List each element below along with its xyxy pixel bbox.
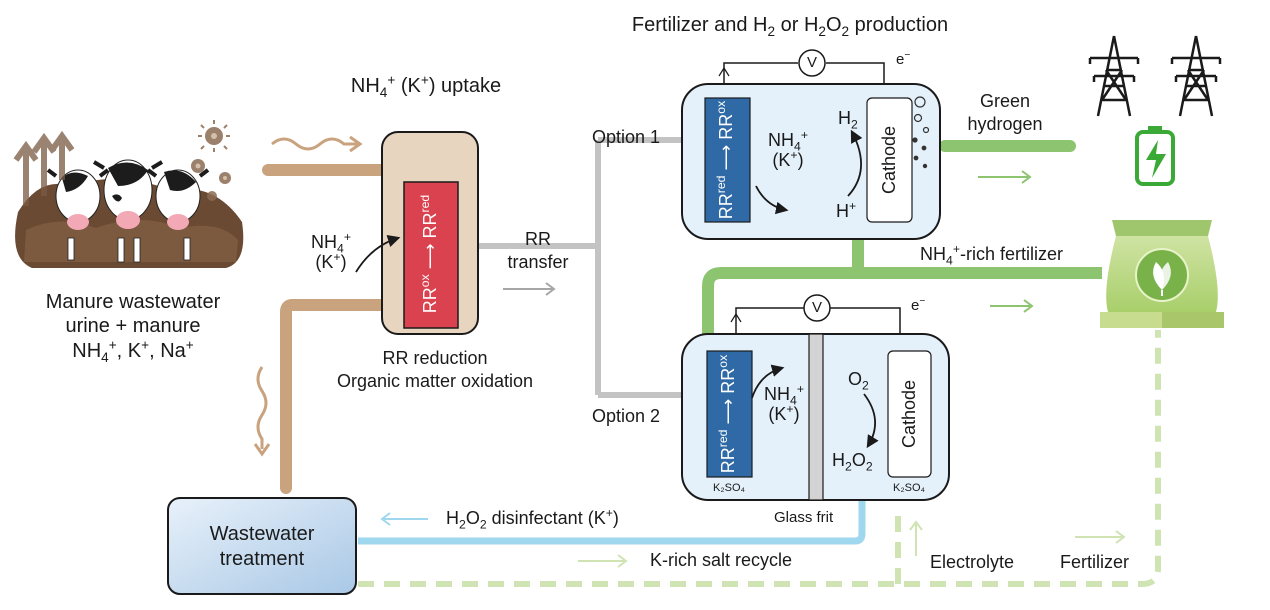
h2o2-return-line <box>358 500 866 545</box>
fume-arrows-icon <box>13 130 75 206</box>
k2so4-label-left: K₂SO₄ <box>713 482 745 494</box>
rr-transfer-lines <box>478 137 683 398</box>
cathode-label-2: Cathode <box>899 379 919 449</box>
manure-flow-lines <box>253 135 388 494</box>
cow-icon <box>15 159 244 268</box>
power-tower-icon <box>1088 35 1222 117</box>
cathode-label-1: Cathode <box>879 125 899 195</box>
battery-bolt-icon <box>1135 126 1175 186</box>
production-title: Fertilizer and H2 or H2O2 production <box>631 14 949 39</box>
bubbles-icon <box>912 96 930 169</box>
leaf-icon <box>1153 262 1171 296</box>
nh4-k-label-option1: NH4+ (K+) <box>768 128 808 171</box>
green-flow-lines <box>702 140 1102 335</box>
electrolyte-label: Electrolyte <box>930 552 1015 572</box>
voltmeter-label-2: V <box>811 299 822 316</box>
rr-transfer-label: RR transfer <box>507 229 569 273</box>
nh4-k-label-reactor: NH4+ (K+) <box>311 230 351 273</box>
nh4-k-label-option2: NH4+ (K+) <box>764 382 804 425</box>
manure-wastewater-label: Manure wastewater urine + manure NH4+, K… <box>45 291 221 365</box>
voltmeter-label-1: V <box>806 54 817 71</box>
nh4-rich-fertilizer-label: NH4+-rich fertilizer <box>920 242 1063 268</box>
rr-ox-to-red-label: RRox ⟶ RRred <box>418 194 440 314</box>
bacteria-icon <box>191 120 231 201</box>
hplus-label: H+ <box>836 199 857 221</box>
electron-label-2: e− <box>911 296 926 314</box>
h2o2-cell-label: H2O2 <box>832 450 873 474</box>
fertilizer-label: Fertilizer <box>1060 552 1130 572</box>
wastewater-treatment-label: Wastewater treatment <box>209 523 315 570</box>
rr-reduction-label: RR reduction Organic matter oxidation <box>336 348 534 392</box>
option1-cell <box>681 49 941 240</box>
option2-cell <box>681 294 950 501</box>
glass-frit-label: Glass frit <box>774 509 834 526</box>
h2o2-disinfectant-label: H2O2 disinfectant (K+) <box>446 506 619 532</box>
electron-label-1: e− <box>896 50 911 68</box>
option1-label: Option 1 <box>592 127 661 147</box>
green-hydrogen-label: Green hydrogen <box>967 91 1043 134</box>
k2so4-label-right: K₂SO₄ <box>893 482 925 494</box>
h2-label: H2 <box>838 108 858 132</box>
rr-reduction-reactor <box>355 131 479 335</box>
k-rich-salt-recycle-label: K-rich salt recycle <box>650 550 793 570</box>
recycle-dashed-lines <box>358 330 1161 587</box>
rr-red-to-ox-label-2: RRred ⟶ RRox <box>716 354 738 474</box>
o2-label: O2 <box>848 369 869 393</box>
uptake-label: NH4+ (K+) uptake <box>350 72 502 100</box>
rr-red-to-ox-label-1: RRred ⟶ RRox <box>714 100 736 220</box>
option2-label: Option 2 <box>592 406 661 426</box>
wastewater-treatment-box <box>167 497 357 595</box>
